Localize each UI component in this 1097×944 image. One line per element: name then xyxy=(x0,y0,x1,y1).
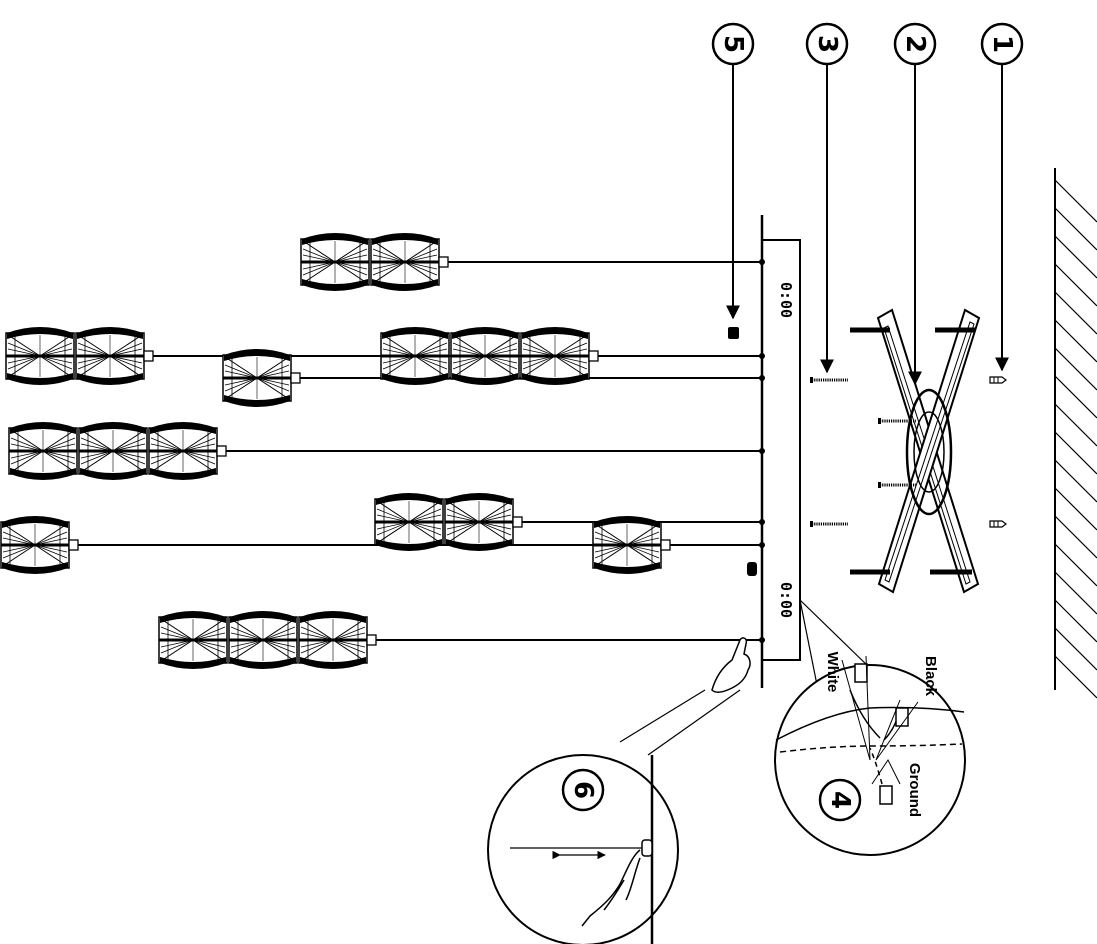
fingers-icon xyxy=(581,849,641,927)
wire-label-black: Black xyxy=(922,656,939,697)
svg-text:5: 5 xyxy=(718,35,748,53)
hand-icon xyxy=(711,637,751,693)
lamp-group-1 xyxy=(299,231,449,293)
tighten-detail: 6 xyxy=(487,754,679,944)
step-2-marker: 2 xyxy=(893,22,937,66)
tighten-callout-lines xyxy=(619,689,741,756)
ceiling xyxy=(1054,168,1097,699)
wire-nut-ground xyxy=(879,785,893,805)
wall-anchor-top xyxy=(989,376,1007,384)
wire-label-ground: Ground xyxy=(906,763,923,817)
wire-nut-black xyxy=(895,707,909,727)
wiring-callout-lines xyxy=(799,599,871,691)
canopy-marking-upper: 0:00 xyxy=(777,282,795,318)
lamp-group-8 xyxy=(591,514,671,576)
cap-nut xyxy=(728,327,739,339)
lamp-group-4 xyxy=(379,325,599,387)
svg-text:1: 1 xyxy=(987,35,1017,53)
wiring-detail: White Black Ground 4 xyxy=(774,652,966,856)
canopy-knob xyxy=(747,562,757,576)
wall-anchor-bottom xyxy=(989,520,1007,528)
step-4-marker: 4 xyxy=(818,778,862,822)
lamp-group-5 xyxy=(7,420,227,482)
mounting-bracket xyxy=(850,308,981,594)
arm-joints xyxy=(759,259,765,643)
step-3-marker: 3 xyxy=(805,22,849,66)
canopy-marking-lower: 0:00 xyxy=(777,582,795,618)
step-1-marker: 1 xyxy=(980,22,1024,66)
svg-text:6: 6 xyxy=(568,781,598,799)
step-5-marker: 5 xyxy=(711,22,755,66)
svg-text:4: 4 xyxy=(825,791,855,809)
mounting-screw-bottom xyxy=(808,519,850,529)
wire-label-white: White xyxy=(824,652,841,693)
mounting-screw-top xyxy=(808,375,850,385)
wire-nut-white xyxy=(854,663,868,683)
lamp-group-7 xyxy=(373,491,523,553)
canopy: 0:00 0:00 xyxy=(760,215,801,688)
svg-text:3: 3 xyxy=(812,35,842,53)
lamp-group-9 xyxy=(157,609,377,671)
lamp-group-6 xyxy=(0,514,79,576)
svg-text:2: 2 xyxy=(900,35,930,53)
lamp-group-2 xyxy=(4,325,154,387)
lamp-group-3 xyxy=(221,347,301,409)
step-6-marker: 6 xyxy=(561,768,605,812)
